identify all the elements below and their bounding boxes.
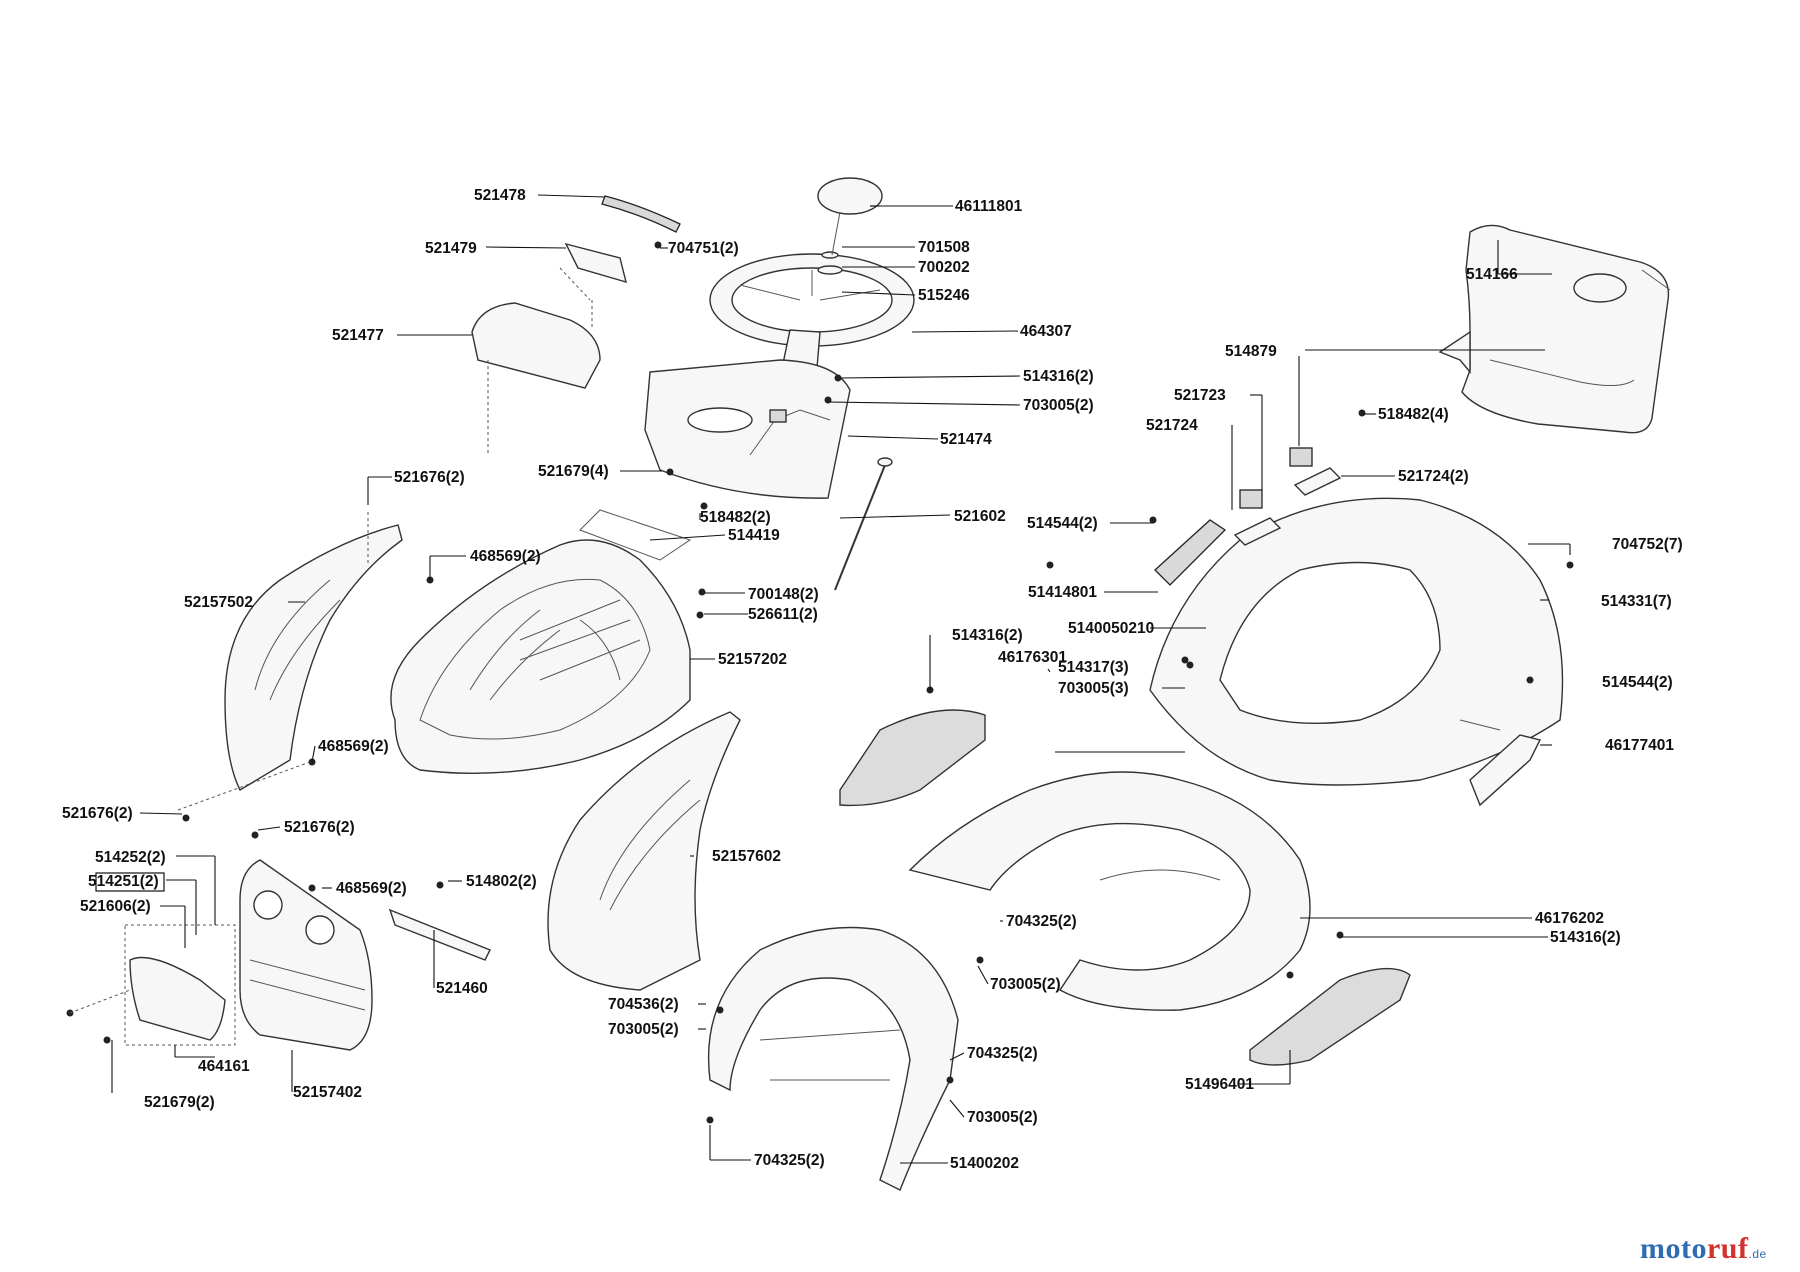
label-514316-a: 514316(2) [1023, 368, 1094, 385]
label-514166: 514166 [1466, 266, 1518, 283]
label-703005-e: 703005(3) [1058, 680, 1129, 697]
label-51496401: 51496401 [1185, 1076, 1254, 1093]
label-514544-a: 514544(2) [1027, 515, 1098, 532]
label-704325-c: 704325(2) [754, 1152, 825, 1169]
label-514252: 514252(2) [95, 849, 166, 866]
label-514251-box [95, 872, 165, 892]
label-521676-a: 521676(2) [394, 469, 465, 486]
cap-cushion [817, 177, 883, 215]
label-518482-b: 518482(4) [1378, 406, 1449, 423]
watermark-tld: .de [1748, 1247, 1767, 1261]
bracket [388, 908, 491, 961]
label-521606: 521606(2) [80, 898, 151, 915]
label-46111801: 46111801 [955, 198, 1023, 215]
steering-wheel [709, 251, 915, 386]
dash-box [471, 302, 601, 389]
label-514251: 514251(2) [88, 873, 159, 890]
cover-clip [564, 242, 627, 284]
foot-tread-left [839, 709, 986, 807]
label-700202: 700202 [918, 259, 970, 276]
leader-lines [69, 194, 1571, 1164]
bonnet [390, 539, 691, 775]
label-704751: 704751(2) [668, 240, 739, 257]
label-521478: 521478 [474, 187, 526, 204]
label-521679-a: 521679(4) [538, 463, 609, 480]
label-464307: 464307 [1020, 323, 1072, 340]
label-515246: 515246 [918, 287, 970, 304]
label-521479: 521479 [425, 240, 477, 257]
label-703005-b: 703005(2) [990, 976, 1061, 993]
switch-a [1239, 489, 1263, 509]
label-514317: 514317(3) [1058, 659, 1129, 676]
label-518482-a: 518482(2) [700, 509, 771, 526]
watermark-logo: motoruf.de [1640, 1232, 1767, 1266]
label-514316-c: 514316(2) [1550, 929, 1621, 946]
part-labels: 521478 46111801 521479 704751(2) 701508 … [62, 187, 1683, 1172]
front-grille [239, 859, 373, 1051]
label-46176301: 46176301 [998, 649, 1067, 666]
label-521477: 521477 [332, 327, 384, 344]
front-frame [707, 926, 959, 1191]
left-fender [224, 524, 403, 791]
label-703005-d: 703005(2) [967, 1109, 1038, 1126]
label-703005-a: 703005(2) [1023, 397, 1094, 414]
label-464161: 464161 [198, 1058, 250, 1075]
label-51414801: 51414801 [1028, 584, 1097, 601]
label-51400202: 51400202 [950, 1155, 1019, 1172]
label-514331: 514331(7) [1601, 593, 1672, 610]
label-514879: 514879 [1225, 343, 1277, 360]
label-468569-c: 468569(2) [336, 880, 407, 897]
label-52157502: 52157502 [184, 594, 253, 611]
seat [1438, 224, 1671, 434]
label-521676-b: 521676(2) [62, 805, 133, 822]
label-521679-b: 521679(2) [144, 1094, 215, 1111]
label-468569-a: 468569(2) [470, 548, 541, 565]
label-700148: 700148(2) [748, 586, 819, 603]
label-521474: 521474 [940, 431, 992, 448]
foot-tread-right [1249, 967, 1411, 1066]
label-514544-b: 514544(2) [1602, 674, 1673, 691]
rear-fender [1149, 497, 1564, 786]
dashboard [644, 359, 851, 499]
label-46177401: 46177401 [1605, 737, 1674, 754]
label-514316-b: 514316(2) [952, 627, 1023, 644]
headlight-lens [129, 956, 226, 1041]
label-521723: 521723 [1174, 387, 1226, 404]
right-fender [547, 711, 741, 991]
label-521676-c: 521676(2) [284, 819, 355, 836]
label-521724: 521724 [1146, 417, 1198, 434]
label-704536: 704536(2) [608, 996, 679, 1013]
label-521724-b: 521724(2) [1398, 468, 1469, 485]
part-drawings [66, 177, 1671, 1191]
watermark-text-a: moto [1640, 1232, 1707, 1265]
trim-strip [601, 195, 681, 233]
label-701508: 701508 [918, 239, 970, 256]
label-704752: 704752(7) [1612, 536, 1683, 553]
rear-body [908, 771, 1311, 1011]
label-521460: 521460 [436, 980, 488, 997]
switch-b [1289, 447, 1313, 467]
label-46176202: 46176202 [1535, 910, 1604, 927]
label-526611: 526611(2) [748, 606, 818, 623]
label-704325-b: 704325(2) [967, 1045, 1038, 1062]
watermark-text-b: ruf [1706, 1232, 1749, 1265]
label-514802: 514802(2) [466, 873, 537, 890]
side-cover [1469, 734, 1542, 807]
label-514419: 514419 [728, 527, 780, 544]
label-5140050210: 5140050210 [1068, 620, 1154, 637]
label-52157602: 52157602 [712, 848, 781, 865]
label-52157202: 52157202 [718, 651, 787, 668]
label-468569-b: 468569(2) [318, 738, 389, 755]
label-704325-a: 704325(2) [1006, 913, 1077, 930]
label-521602: 521602 [954, 508, 1006, 525]
label-52157402: 52157402 [293, 1084, 362, 1101]
label-703005-c: 703005(2) [608, 1021, 679, 1038]
side-trim [1154, 519, 1227, 586]
